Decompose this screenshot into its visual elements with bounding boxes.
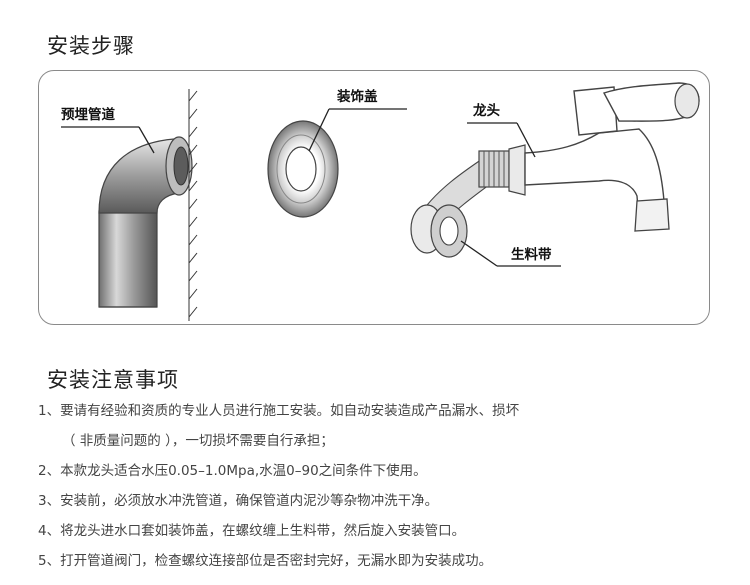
install-illustration [61,82,700,321]
note-item: 1、要请有经验和资质的专业人员进行施工安装。如自动安装造成产品漏水、损坏 [38,403,520,419]
note-item: 3、安装前，必须放水冲洗管道，确保管道内泥沙等杂物冲洗干净。 [38,493,439,509]
decorative-cover-label: 装饰盖 [337,89,378,105]
note-item: 2、本款龙头适合水压0.05–1.0Mpa,水温0–90之间条件下使用。 [38,463,427,479]
wall-hatching [188,89,198,321]
note-item: 4、将龙头进水口套如装饰盖，在螺纹缠上生料带，然后旋入安装管口。 [38,523,466,539]
note-item: （ 非质量问题的 ），一切损坏需要自行承担； [62,433,334,449]
install-notes-list: 1、要请有经验和资质的专业人员进行施工安装。如自动安装造成产品漏水、损坏 （ 非… [38,400,519,580]
embedded-pipe-drawing [98,136,193,308]
decorative-cover-drawing [267,120,339,218]
install-steps-title: 安装步骤 [47,34,135,58]
install-diagram: 预埋管道 装饰盖 龙头 生料带 [38,70,710,325]
faucet-drawing [478,82,700,232]
embedded-pipe-label: 预埋管道 [61,107,115,123]
thread-tape-label: 生料带 [511,247,552,263]
faucet-label: 龙头 [473,103,500,119]
note-item: 5、打开管道阀门，检查螺纹连接部位是否密封完好，无漏水即为安装成功。 [38,553,493,569]
install-notes-title: 安装注意事项 [47,368,179,392]
